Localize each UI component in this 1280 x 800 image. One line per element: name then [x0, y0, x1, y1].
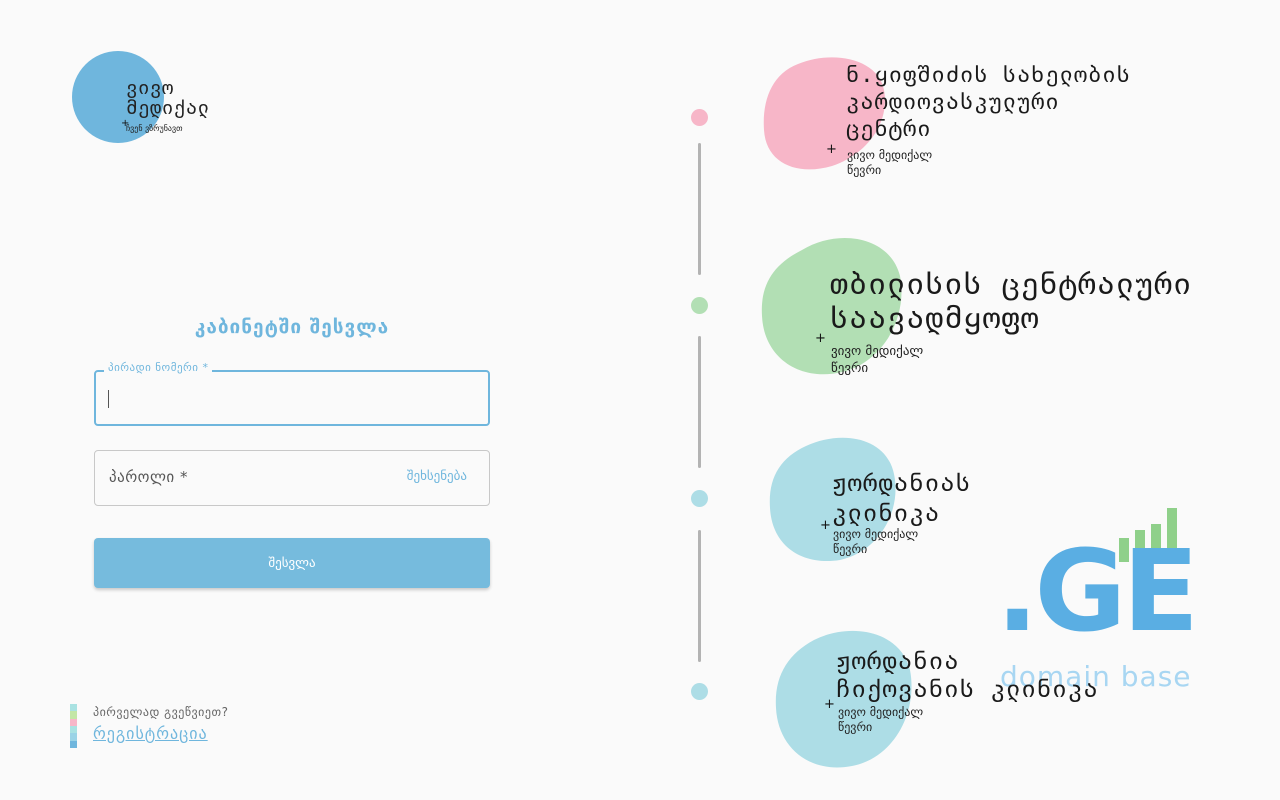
stripe-segment — [70, 725, 77, 734]
stripe-segment — [70, 704, 77, 712]
clinic-name: თბილისის ცენტრალური საავადმყოფო — [830, 268, 1192, 336]
clinic-member-label: ვივო მედიქალ წევრი — [847, 148, 932, 178]
clinic-name-line: ჟორდანიას — [832, 469, 972, 497]
login-button[interactable]: შესვლა — [94, 538, 490, 588]
clinic-member-label: ვივო მედიქალ წევრი — [833, 527, 918, 557]
clinic-name: ჟორდანია ჩიქოვანის კლინიკა — [836, 647, 1099, 703]
logo-line1: ვივო — [126, 77, 174, 99]
clinic-name-line: ჟორდანია — [836, 647, 960, 675]
logo-tagline: ჩვენ ვზრუნავთ — [126, 124, 183, 133]
clinic-member-label: ვივო მედიქალ წევრი — [831, 343, 923, 377]
domain-watermark: .GE domain base — [996, 506, 1199, 696]
stripe-segment — [70, 740, 77, 748]
logo-line2: მედიქალ — [126, 97, 210, 119]
clinic-name: ნ.ყიფშიძის სახელობის კარდიოვასკულური ცენ… — [846, 62, 1131, 143]
text-caret — [108, 390, 109, 408]
member-line: ვივო მედიქალ — [847, 148, 933, 162]
timeline-segment — [698, 336, 701, 468]
clinic-blob — [775, 630, 912, 768]
personal-id-label: პირადი ნომერი * — [104, 361, 213, 374]
member-line: წევრი — [831, 361, 869, 376]
timeline-dot — [691, 683, 708, 700]
clinic-name-line: ცენტრი — [846, 117, 932, 142]
timeline-segment — [698, 530, 701, 662]
growth-bars-icon — [1119, 508, 1177, 562]
clinic-blob — [769, 437, 896, 562]
member-line: წევრი — [838, 720, 873, 734]
plus-icon: + — [826, 142, 837, 157]
timeline-dot — [691, 297, 708, 314]
clinic-name-line: კლინიკა — [832, 499, 941, 527]
clinic-member-label: ვივო მედიქალ წევრი — [838, 705, 923, 735]
brand-logo[interactable]: ვივო მედიქალ + ჩვენ ვზრუნავთ — [72, 50, 232, 150]
logo-wordmark: ვივო მედიქალ — [126, 78, 210, 118]
color-stripes — [70, 704, 77, 748]
stripe-segment — [70, 711, 77, 719]
password-label: პაროლი * — [109, 468, 188, 486]
member-line: ვივო მედიქალ — [833, 527, 919, 541]
password-field[interactable]: პაროლი * შეხსენება — [94, 450, 490, 506]
login-title: კაბინეტში შესვლა — [194, 316, 390, 338]
clinic-name-line: კარდიოვასკულური — [846, 90, 1060, 115]
password-reminder-link[interactable]: შეხსენება — [406, 469, 467, 484]
personal-id-field[interactable]: პირადი ნომერი * — [94, 361, 490, 426]
clinic-name-line: ჩიქოვანის კლინიკა — [836, 675, 1099, 703]
logo-circle — [72, 51, 164, 143]
domain-watermark-main: .GE — [996, 527, 1199, 657]
plus-icon: + — [824, 697, 835, 712]
clinic-blob — [763, 57, 885, 170]
member-line: წევრი — [833, 542, 868, 556]
logo-plus-icon: + — [121, 118, 130, 129]
clinic-name-line: თბილისის ცენტრალური — [830, 267, 1193, 302]
timeline-dot — [691, 109, 708, 126]
member-line: ვივო მედიქალ — [831, 344, 924, 359]
domain-watermark-sub: domain base — [1000, 660, 1192, 693]
stripe-segment — [70, 733, 77, 741]
plus-icon: + — [820, 518, 831, 533]
clinic-blob — [761, 237, 902, 375]
timeline-dot — [691, 490, 708, 507]
register-link[interactable]: რეგისტრაცია — [93, 724, 208, 743]
member-line: წევრი — [847, 163, 882, 177]
first-visit-question: პირველად გვეწვიეთ? — [93, 705, 229, 719]
clinic-name-line: საავადმყოფო — [830, 301, 1040, 336]
clinic-name: ჟორდანიას კლინიკა — [832, 468, 971, 528]
timeline-segment — [698, 143, 701, 275]
clinic-name-line: ნ.ყიფშიძის სახელობის — [846, 63, 1131, 88]
stripe-segment — [70, 718, 77, 726]
plus-icon: + — [815, 331, 826, 346]
member-line: ვივო მედიქალ — [838, 705, 924, 719]
